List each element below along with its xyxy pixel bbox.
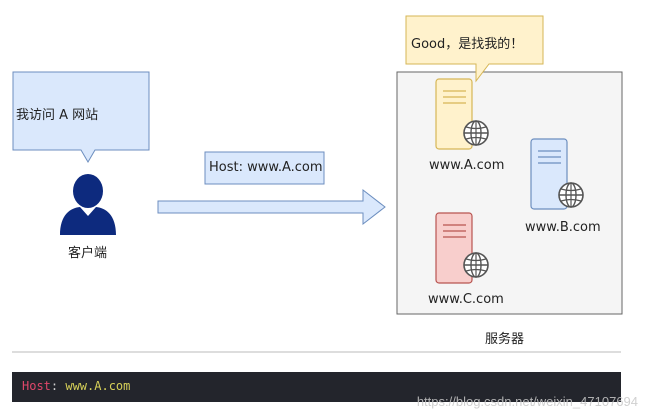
server-c-icon — [435, 212, 489, 284]
code-value: www.A.com — [65, 379, 131, 393]
request-label: Host: www.A.com — [209, 160, 323, 175]
user-icon — [60, 174, 116, 235]
code-line: Host: www.A.com — [22, 379, 130, 393]
server-a-callout — [405, 15, 544, 83]
server-a-icon — [435, 78, 489, 150]
code-separator: : — [50, 379, 66, 393]
server-a-label: www.A.com — [429, 158, 505, 173]
client-label: 客户端 — [68, 246, 108, 261]
server-group-label: 服务器 — [485, 332, 525, 347]
request-arrow — [157, 188, 386, 226]
request-label-box — [204, 151, 325, 185]
code-key: Host — [22, 379, 51, 393]
client-bubble-text: 我访问 A 网站 — [16, 108, 99, 123]
client-speech-bubble — [12, 71, 150, 163]
server-b-label: www.B.com — [525, 220, 601, 235]
code-snippet: Host: www.A.com — [12, 372, 621, 402]
server-c-label: www.C.com — [428, 292, 504, 307]
server-group-box — [396, 71, 623, 315]
server-note-text: Good，是找我的！ — [411, 37, 524, 52]
server-b-icon — [530, 138, 584, 210]
watermark: https://blog.csdn.net/weixin_47107694 — [416, 394, 638, 409]
